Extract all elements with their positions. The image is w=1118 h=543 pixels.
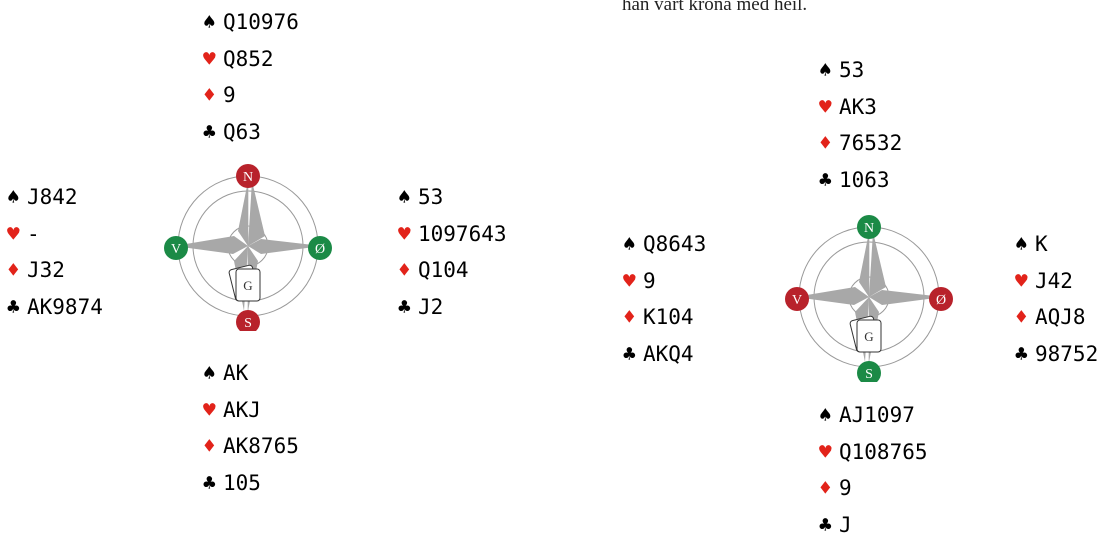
west-badge-label: V (792, 293, 802, 308)
deal1-south-hand: ♠AK ♥AKJ ♦AK8765 ♣105 (203, 355, 299, 501)
deal1-north-hand: ♠Q10976 ♥Q852 ♦9 ♣Q63 (203, 4, 299, 150)
spade-icon: ♠ (203, 4, 223, 41)
diamond-icon: ♦ (1015, 299, 1035, 336)
club-icon: ♣ (819, 162, 839, 199)
heart-icon: ♥ (203, 392, 223, 429)
club-icon: ♣ (203, 465, 223, 502)
deal2-east-hand: ♠K ♥J42 ♦AQJ8 ♣98752 (1015, 226, 1098, 372)
north-hearts: AK3 (839, 95, 877, 119)
dealer-card-label: G (864, 329, 873, 344)
club-icon: ♣ (819, 507, 839, 543)
deal2-north-hand: ♠53 ♥AK3 ♦76532 ♣1063 (819, 52, 902, 198)
west-clubs: AKQ4 (643, 342, 694, 366)
heart-icon: ♥ (819, 89, 839, 126)
spade-icon: ♠ (398, 179, 418, 216)
west-diamonds: K104 (643, 305, 694, 329)
south-spades: AJ1097 (839, 403, 915, 427)
south-spades: AK (223, 361, 248, 385)
north-spades: Q10976 (223, 10, 299, 34)
club-icon: ♣ (623, 336, 643, 373)
west-spades: Q8643 (643, 232, 706, 256)
south-badge-label: S (865, 367, 873, 382)
east-hearts: J42 (1035, 269, 1073, 293)
spade-icon: ♠ (1015, 226, 1035, 263)
club-icon: ♣ (1015, 336, 1035, 373)
spade-icon: ♠ (819, 397, 839, 434)
deal2-compass: G N V Ø S (775, 212, 965, 382)
north-diamonds: 9 (223, 83, 236, 107)
caption-text: han vart krona med heil. (622, 0, 807, 16)
heart-icon: ♥ (1015, 263, 1035, 300)
east-spades: K (1035, 232, 1048, 256)
north-spades: 53 (839, 58, 864, 82)
heart-icon: ♥ (623, 263, 643, 300)
north-clubs: 1063 (839, 168, 890, 192)
deal2-south-hand: ♠AJ1097 ♥Q108765 ♦9 ♣J (819, 397, 928, 543)
spade-icon: ♠ (7, 179, 27, 216)
spade-icon: ♠ (623, 226, 643, 263)
spade-icon: ♠ (203, 355, 223, 392)
west-spades: J842 (27, 185, 78, 209)
north-badge-label: N (243, 170, 253, 185)
deal1-west-hand: ♠J842 ♥- ♦J32 ♣AK9874 (7, 179, 103, 325)
spade-icon: ♠ (819, 52, 839, 89)
club-icon: ♣ (203, 114, 223, 151)
deal2-west-hand: ♠Q8643 ♥9 ♦K104 ♣AKQ4 (623, 226, 706, 372)
east-clubs: 98752 (1035, 342, 1098, 366)
diamond-icon: ♦ (623, 299, 643, 336)
diamond-icon: ♦ (398, 252, 418, 289)
east-hearts: 1097643 (418, 222, 507, 246)
heart-icon: ♥ (398, 216, 418, 253)
south-clubs: 105 (223, 471, 261, 495)
east-clubs: J2 (418, 295, 443, 319)
south-hearts: AKJ (223, 398, 261, 422)
deal1-compass: G N V Ø S (154, 161, 344, 331)
east-spades: 53 (418, 185, 443, 209)
diamond-icon: ♦ (203, 77, 223, 114)
west-diamonds: J32 (27, 258, 65, 282)
south-diamonds: 9 (839, 476, 852, 500)
heart-icon: ♥ (203, 41, 223, 78)
north-hearts: Q852 (223, 47, 274, 71)
deal1-east-hand: ♠53 ♥1097643 ♦Q104 ♣J2 (398, 179, 507, 325)
west-clubs: AK9874 (27, 295, 103, 319)
west-hearts: - (27, 222, 40, 246)
south-diamonds: AK8765 (223, 434, 299, 458)
east-badge-label: Ø (315, 242, 325, 257)
heart-icon: ♥ (819, 434, 839, 471)
club-icon: ♣ (7, 289, 27, 326)
south-clubs: J (839, 513, 852, 537)
heart-icon: ♥ (7, 216, 27, 253)
east-badge-label: Ø (936, 293, 946, 308)
dealer-card-label: G (243, 278, 252, 293)
west-hearts: 9 (643, 269, 656, 293)
east-diamonds: Q104 (418, 258, 469, 282)
club-icon: ♣ (398, 289, 418, 326)
diamond-icon: ♦ (7, 252, 27, 289)
diamond-icon: ♦ (819, 470, 839, 507)
north-badge-label: N (864, 221, 874, 236)
south-badge-label: S (244, 316, 252, 331)
north-clubs: Q63 (223, 120, 261, 144)
south-hearts: Q108765 (839, 440, 928, 464)
north-diamonds: 76532 (839, 131, 902, 155)
west-badge-label: V (171, 242, 181, 257)
diamond-icon: ♦ (203, 428, 223, 465)
diamond-icon: ♦ (819, 125, 839, 162)
east-diamonds: AQJ8 (1035, 305, 1086, 329)
